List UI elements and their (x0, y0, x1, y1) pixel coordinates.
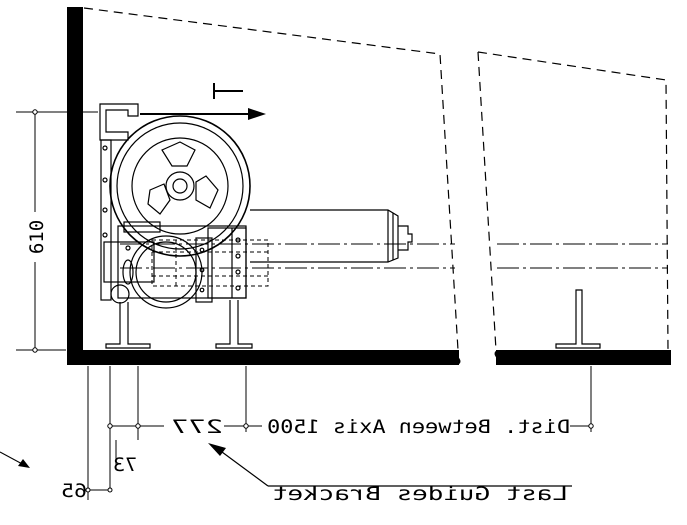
offset-arrowhead (18, 459, 30, 468)
tension-arrow (140, 108, 266, 120)
height-dimension-label: 610 (26, 220, 48, 254)
dashed-outlines (83, 7, 669, 351)
bracket-leader (221, 451, 572, 487)
drum-assembly (99, 103, 601, 349)
bracket-leader-arrowhead (208, 443, 226, 456)
tension-symbol-glyph (213, 83, 243, 99)
height-dimension (16, 109, 98, 353)
mirrored-dimension-texts: Dist. Between Axis 1500 277 73 65 Last G… (61, 416, 570, 505)
centerlines (120, 243, 668, 269)
wall-and-floor (67, 7, 671, 365)
axis-distance-label: Dist. Between Axis 1500 (267, 416, 570, 438)
bracket-callout-label: Last Guides Bracket (272, 483, 568, 505)
first-offset-label: 65 (61, 480, 87, 502)
horizontal-dimension-lines (0, 366, 594, 500)
bracket-offset-label: 277 (171, 416, 223, 438)
second-offset-label: 73 (113, 454, 137, 476)
tension-symbol-label: T (230, 95, 231, 97)
